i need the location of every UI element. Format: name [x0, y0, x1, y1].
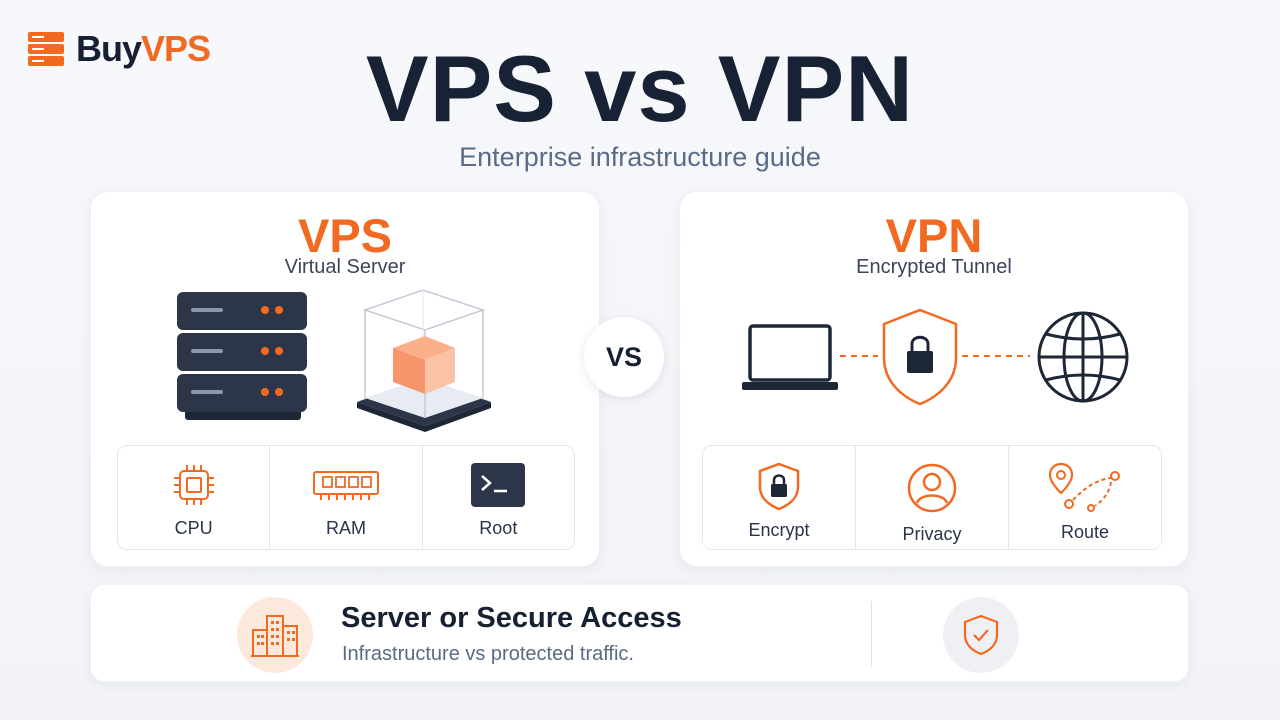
shield-lock-icon [882, 308, 958, 406]
vpn-title: VPN [885, 209, 983, 262]
feature-label: Root [479, 518, 518, 538]
page-subtitle: Enterprise infrastructure guide [459, 142, 821, 172]
feature-privacy: Privacy [856, 446, 1009, 549]
brand-name: BuyVPS [76, 28, 211, 69]
banner-title: Server or Secure Access [341, 602, 682, 634]
feature-label: Encrypt [748, 520, 810, 540]
feature-label: CPU [174, 518, 213, 538]
shield-check-icon [943, 597, 1019, 673]
vs-badge: VS [584, 317, 664, 397]
vpn-card: VPN Encrypted Tunnel [679, 191, 1189, 567]
route-icon [1048, 462, 1120, 512]
feature-cpu: CPU [118, 446, 271, 549]
vpn-subtitle: Encrypted Tunnel [856, 256, 1012, 278]
vps-subtitle: Virtual Server [284, 256, 406, 278]
feature-label: RAM [325, 518, 366, 538]
vpn-features: Encrypt Privacy Route [702, 445, 1162, 550]
ram-icon [312, 471, 379, 500]
feature-ram: RAM [270, 446, 423, 549]
laptop-icon [742, 324, 838, 390]
feature-root: Root [423, 446, 574, 549]
vpn-tunnel-diagram [742, 308, 1129, 406]
vps-title: VPS [297, 209, 393, 262]
feature-label: Privacy [902, 524, 962, 544]
terminal-icon [471, 463, 526, 507]
page-title: VPS vs VPN [365, 36, 915, 141]
feature-encrypt: Encrypt [703, 446, 856, 549]
banner-text: Infrastructure vs protected traffic. [342, 643, 634, 665]
server-rack-icon [177, 292, 307, 420]
vps-features: CPU RAM Root [117, 445, 575, 550]
building-icon [237, 597, 313, 673]
vps-card: VPS Virtual Server [90, 191, 600, 567]
summary-banner: Server or Secure Access Infrastructure v… [90, 584, 1189, 682]
brand-logo[interactable]: BuyVPS [26, 28, 211, 70]
banner-divider [871, 601, 872, 667]
user-icon [907, 463, 957, 513]
virtual-box-icon [357, 289, 491, 432]
cpu-icon [173, 465, 214, 505]
feature-label: Route [1060, 522, 1110, 542]
feature-route: Route [1009, 446, 1161, 549]
server-stack-icon [28, 32, 64, 66]
lock-shield-icon [758, 462, 800, 510]
globe-icon [1037, 311, 1129, 403]
